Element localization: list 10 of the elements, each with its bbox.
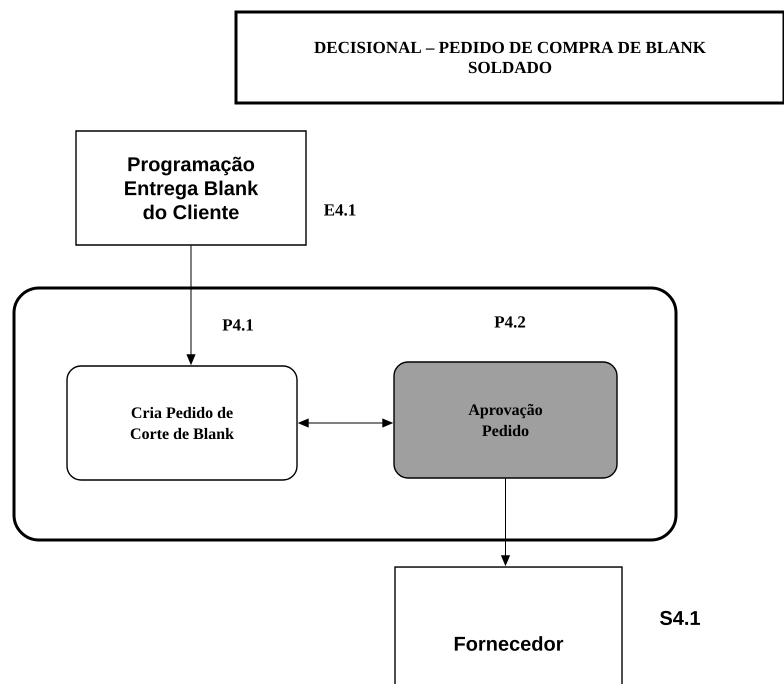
source-box: Programação Entrega Blank do Cliente (75, 130, 307, 246)
code-label: S4.1 (660, 610, 700, 626)
process-box: Aprovação Pedido (393, 361, 618, 479)
title-box: DECISIONAL – PEDIDO DE COMPRA DE BLANK SOLDADO (234, 10, 784, 104)
process-group (12, 286, 678, 542)
process-box: Cria Pedido de Corte de Blank (66, 365, 298, 481)
code-label: E4.1 (324, 204, 356, 216)
sink-box: Fornecedor (394, 566, 623, 684)
code-label: P4.1 (222, 319, 253, 331)
code-label: P4.2 (494, 316, 526, 328)
